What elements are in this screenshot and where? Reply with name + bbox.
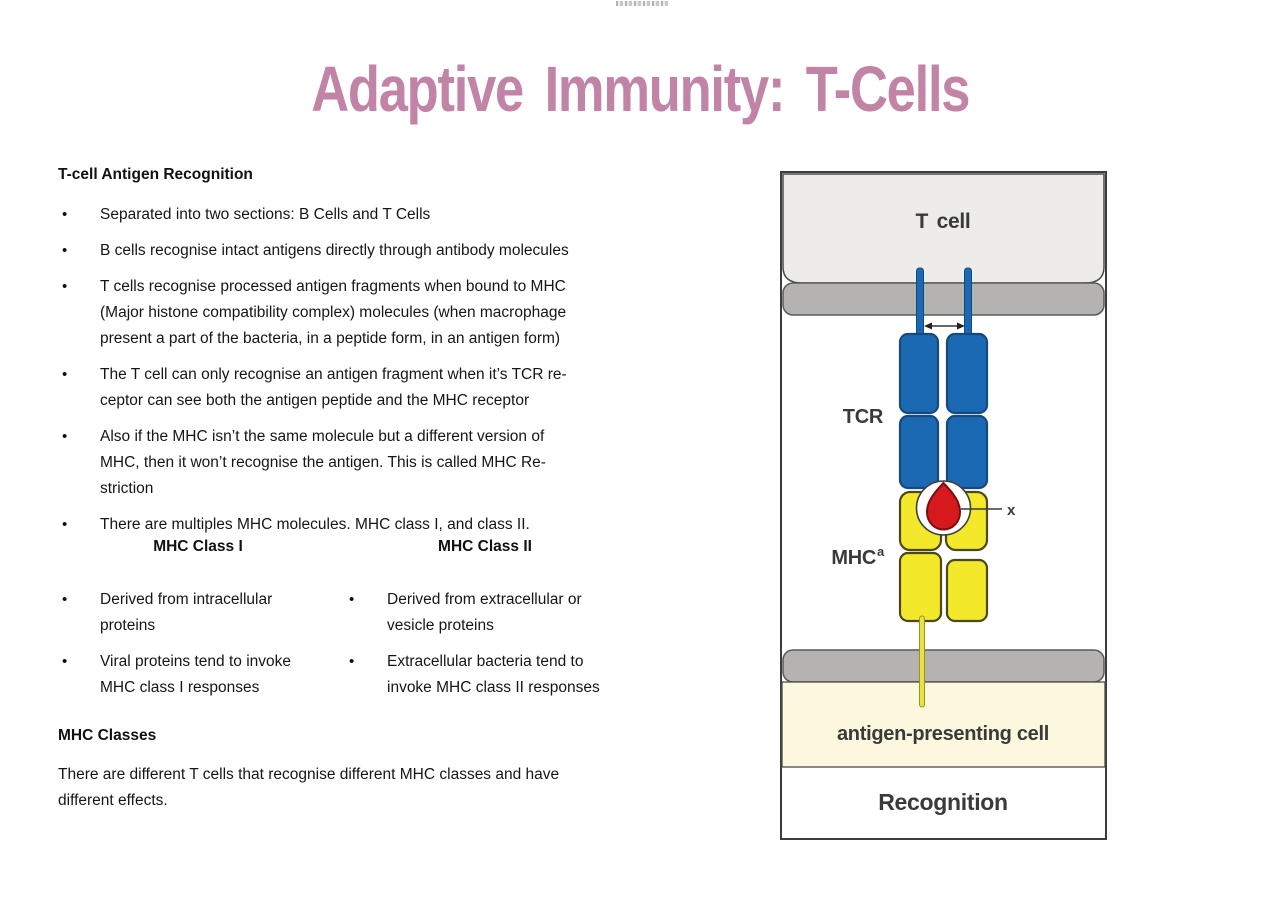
antigen-peptide bbox=[925, 481, 962, 531]
section-heading-antigen-recognition: T-cell Antigen Recognition bbox=[58, 166, 253, 183]
tcr-domain-bottom-left bbox=[898, 414, 940, 490]
page-title: Adaptive Immunity: T-Cells bbox=[0, 53, 1280, 125]
bullet-marker: • bbox=[62, 206, 68, 223]
mhc-stalk bbox=[919, 615, 925, 708]
tcr-domain-bottom-right bbox=[945, 414, 989, 490]
bullet-text: Derived from extracellular or vesicle pr… bbox=[387, 591, 582, 634]
arrowhead-right bbox=[957, 322, 965, 330]
t-cell-membrane bbox=[782, 282, 1105, 316]
bullet-marker: • bbox=[62, 278, 68, 295]
mhc1-bullet-1: • Derived from intracellular proteins bbox=[58, 587, 348, 639]
bullet-item-1: • Separated into two sections: B Cells a… bbox=[58, 202, 638, 228]
mhc-class-2-header: MHC Class II bbox=[438, 538, 532, 555]
bullet-text: There are multiples MHC molecules. MHC c… bbox=[100, 516, 530, 533]
section-heading-mhc-classes: MHC Classes bbox=[58, 727, 157, 744]
tcr-label: TCR bbox=[843, 406, 884, 428]
mhc-label: MHC bbox=[831, 547, 876, 569]
bullet-marker: • bbox=[62, 516, 68, 533]
tcr-stalk-right bbox=[964, 267, 972, 337]
bullet-text: B cells recognise intact antigens direct… bbox=[100, 242, 569, 259]
tcr-stalk-left bbox=[916, 267, 924, 337]
arrowhead-left bbox=[924, 322, 932, 330]
apc-body bbox=[781, 681, 1106, 768]
bullet-marker: • bbox=[62, 242, 68, 259]
mhc1-bullet-2: • Viral proteins tend to invoke MHC clas… bbox=[58, 649, 348, 701]
apc-membrane bbox=[782, 649, 1105, 683]
mhc2-bullet-1: • Derived from extracellular or vesicle … bbox=[345, 587, 635, 639]
bullet-marker: • bbox=[349, 591, 355, 608]
tcr-domain-top-right bbox=[945, 332, 989, 415]
bullet-marker: • bbox=[62, 653, 68, 670]
bullet-text: Also if the MHC isn’t the same molecule … bbox=[100, 428, 546, 497]
bullet-marker: • bbox=[62, 591, 68, 608]
bullet-text: Derived from intracellular proteins bbox=[100, 591, 273, 634]
tcr-domain-top-left bbox=[898, 332, 940, 415]
antigen-x-label: x bbox=[1007, 502, 1016, 519]
bullet-item-5: • Also if the MHC isn’t the same molecul… bbox=[58, 424, 638, 502]
mhc-domain-bottom-left bbox=[898, 551, 943, 623]
bullet-text: Separated into two sections: B Cells and… bbox=[100, 206, 431, 223]
recognition-caption: Recognition bbox=[878, 789, 1008, 815]
page-title-text: Adaptive Immunity: T-Cells bbox=[310, 53, 970, 125]
mhc2-bullet-2: • Extracellular bacteria tend to invoke … bbox=[345, 649, 635, 701]
bullet-marker: • bbox=[62, 366, 68, 383]
mhc-classes-paragraph: There are different T cells that recogni… bbox=[58, 766, 560, 809]
bullet-marker: • bbox=[349, 653, 355, 670]
bullet-text: The T cell can only recognise an antigen… bbox=[100, 366, 567, 409]
bullet-text: Extracellular bacteria tend to invoke MH… bbox=[387, 653, 600, 696]
t-cell-label: T cell bbox=[916, 210, 971, 233]
notes-column: T-cell Antigen Recognition • Separated i… bbox=[58, 166, 638, 809]
tcell-recognition-figure: T cell TCR MHC a x antigen-presenting ce… bbox=[780, 171, 1107, 840]
page-edge-artifact bbox=[616, 1, 668, 6]
bullet-item-4: • The T cell can only recognise an antig… bbox=[58, 362, 638, 414]
mhc-class-1-header: MHC Class I bbox=[153, 538, 243, 555]
apc-label: antigen-presenting cell bbox=[837, 723, 1049, 745]
bullet-item-2: • B cells recognise intact antigens dire… bbox=[58, 238, 638, 264]
bullet-item-3: • T cells recognise processed antigen fr… bbox=[58, 274, 638, 352]
mhc-domain-bottom-right bbox=[945, 558, 989, 623]
mhc-superscript-label: a bbox=[877, 544, 885, 559]
bullet-text: Viral proteins tend to invoke MHC class … bbox=[100, 653, 291, 696]
bullet-text: T cells recognise processed antigen frag… bbox=[100, 278, 567, 347]
bullet-marker: • bbox=[62, 428, 68, 445]
bullet-item-6: • There are multiples MHC molecules. MHC… bbox=[58, 512, 638, 538]
